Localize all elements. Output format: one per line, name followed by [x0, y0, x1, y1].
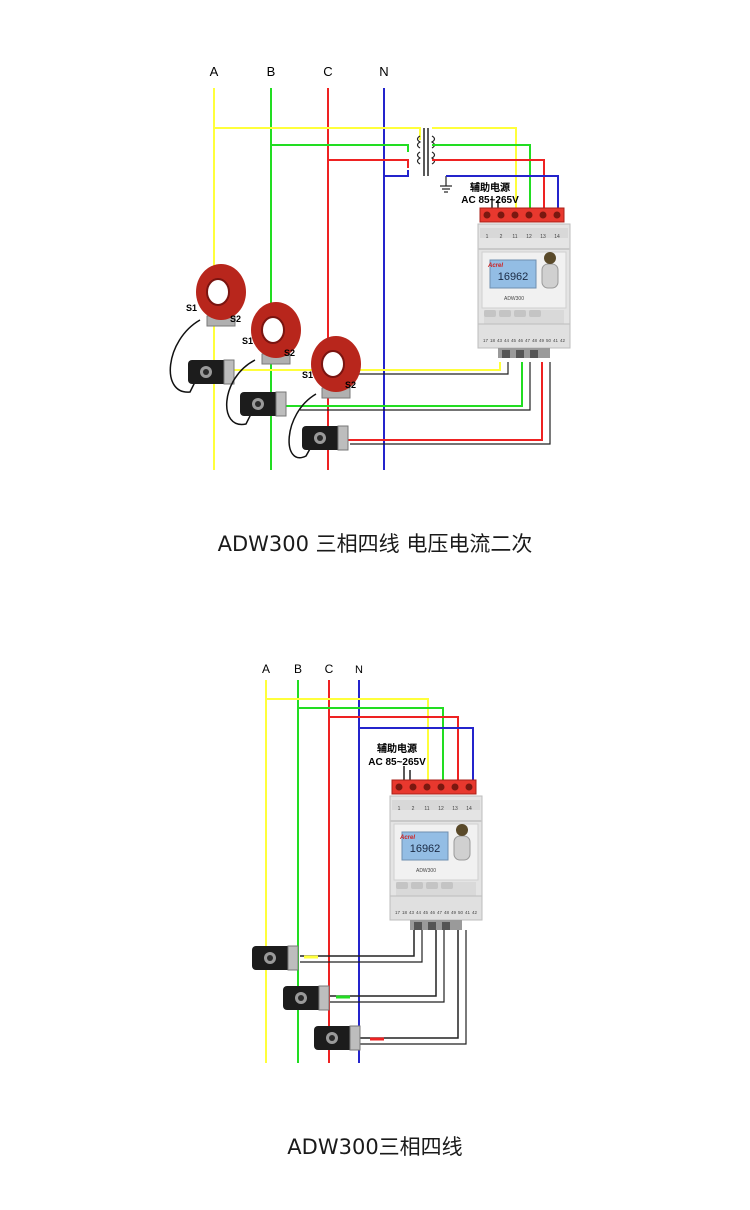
d1-ct-wire-a: [214, 362, 501, 371]
d1-ct-b-s2-label: S2: [284, 348, 295, 358]
d2-clamp-ct-a-icon: [251, 945, 299, 971]
d2-bottom-terminal: 45: [423, 910, 429, 915]
d1-pt-wire-c: [328, 159, 409, 168]
d2-meter-voltage-wire-b: [298, 707, 444, 782]
d1-phase-label-n: N: [379, 64, 388, 79]
d1-meter-model: ADW300: [504, 296, 524, 302]
d1-clamp-ct-a-icon: [187, 359, 235, 385]
d1-meter-voltage-wire-n: [446, 175, 559, 210]
d1-bottom-terminal: 41: [553, 338, 559, 343]
d2-meter-voltage-wire-c: [329, 716, 459, 782]
d1-aux-power-spec: AC 85~265V: [461, 195, 519, 206]
d2-phase-label-a: A: [262, 662, 270, 676]
d2-meter-voltage-wire-a: [266, 698, 429, 782]
d1-meter-top-terminal-2: 2: [500, 234, 503, 240]
d1-phase-label-c: C: [323, 64, 332, 79]
d1-meter-top-terminal-1: 1: [486, 234, 489, 240]
d1-bottom-terminal: 44: [504, 338, 510, 343]
d1-meter-top-terminal-11: 11: [512, 234, 517, 240]
d2-bottom-terminal: 48: [444, 910, 450, 915]
d2-bottom-terminal: 41: [465, 910, 471, 915]
d1-meter-voltage-wire-b: [432, 144, 531, 210]
d2-meter-voltage-wire-n: [359, 727, 474, 782]
d1-voltage-transformer-icon: [416, 128, 452, 193]
d2-ct-wire-b: [330, 930, 437, 997]
d2-clamp-ct-c-icon: [313, 1025, 361, 1051]
d2-bottom-terminal: 46: [430, 910, 436, 915]
d2-ct-wire-c: [360, 930, 459, 1039]
d1-bottom-terminal: 42: [560, 338, 566, 343]
d1-bottom-terminal: 50: [546, 338, 552, 343]
d2-meter-top-terminal-2: 2: [412, 806, 415, 812]
d2-meter-top-terminal-1: 1: [398, 806, 401, 812]
d1-clamp-ct-b-icon: [239, 391, 287, 417]
d1-phase-label-a: A: [210, 64, 219, 79]
d2-bottom-terminal: 50: [458, 910, 464, 915]
d2-bottom-terminal: 49: [451, 910, 457, 915]
d1-bottom-terminal: 46: [518, 338, 524, 343]
d1-bottom-terminal: 43: [497, 338, 503, 343]
d1-bottom-terminal: 18: [490, 338, 496, 343]
d1-ct-wire-b: [271, 362, 523, 407]
d2-bottom-terminal: 42: [472, 910, 478, 915]
d2-meter-top-terminal-11: 11: [424, 806, 429, 812]
d2-meter-reading: 16962: [410, 843, 441, 855]
d1-adw300-meter: 1 2 11 12 13 14 Acrel 16962 ADW300 17 18…: [477, 207, 571, 359]
d2-ct-wire-a: [300, 930, 415, 957]
d1-ct-a-s1-label: S1: [186, 303, 197, 313]
d2-meter-model: ADW300: [416, 868, 436, 874]
d1-meter-reading: 16962: [498, 271, 529, 283]
d2-bottom-terminal: 47: [437, 910, 443, 915]
d1-clamp-ct-c-icon: [301, 425, 349, 451]
d1-meter-voltage-wire-a: [432, 127, 517, 210]
d1-meter-top-terminal-13: 13: [540, 234, 546, 240]
d1-ct-a-s2-label: S2: [230, 314, 241, 324]
d2-meter-top-terminal-13: 13: [452, 806, 458, 812]
d1-meter-top-terminal-12: 12: [526, 234, 532, 240]
d1-meter-brand: Acrel: [487, 263, 503, 269]
d2-meter-brand: Acrel: [399, 835, 415, 841]
d2-clamp-ct-b-icon: [282, 985, 330, 1011]
d2-bottom-terminal: 44: [416, 910, 422, 915]
d2-aux-power-label: 辅助电源: [377, 742, 417, 755]
d1-ct-c-s2-label: S2: [345, 380, 356, 390]
d1-bottom-terminal: 49: [539, 338, 545, 343]
diagram-1-caption: ADW300 三相四线 电压电流二次: [217, 532, 533, 556]
d2-meter-bottom-terminals: 17 18 43 44 45 46 47 48 49 50 41 42: [395, 910, 478, 915]
d1-meter-bottom-terminals: 17 18 43 44 45 46 47 48 49 50 41 42: [483, 338, 566, 343]
d1-bottom-terminal: 45: [511, 338, 517, 343]
d1-ct-c-s1-label: S1: [302, 370, 313, 380]
diagram-2-three-phase-four-wire: A B C N 辅助电源 AC 85~265V 1 2 11 12 13 14 …: [251, 662, 483, 1063]
d1-bottom-terminal: 47: [525, 338, 531, 343]
d1-pt-wire-a: [214, 127, 421, 140]
d1-pt-wire-b: [271, 144, 409, 152]
d1-ct-b-s1-label: S1: [242, 336, 253, 346]
d2-aux-power-spec: AC 85~265V: [368, 757, 426, 768]
d1-bottom-terminal: 48: [532, 338, 538, 343]
d1-phase-label-b: B: [267, 64, 276, 79]
d2-meter-top-terminal-12: 12: [438, 806, 444, 812]
d1-pt-wire-n: [384, 170, 409, 177]
d2-bottom-terminal: 17: [395, 910, 401, 915]
d2-bottom-terminal: 18: [402, 910, 408, 915]
d2-bottom-terminal: 43: [409, 910, 415, 915]
diagram-2-caption: ADW300三相四线: [287, 1135, 463, 1159]
diagram-1-voltage-current-secondary: A B C N: [169, 64, 571, 470]
d1-bottom-terminal: 17: [483, 338, 489, 343]
d1-ct-wire-c: [328, 362, 543, 441]
d2-phase-label-n: N: [355, 664, 363, 676]
d1-meter-voltage-wire-c: [432, 159, 545, 210]
d2-meter-top-terminal-14: 14: [466, 806, 472, 812]
d1-meter-top-terminal-14: 14: [554, 234, 560, 240]
d2-adw300-meter: 1 2 11 12 13 14 Acrel 16962 ADW300 17 18…: [389, 779, 483, 931]
d1-aux-power-label: 辅助电源: [470, 181, 510, 194]
d2-phase-label-c: C: [325, 662, 334, 676]
d2-phase-label-b: B: [294, 662, 302, 676]
